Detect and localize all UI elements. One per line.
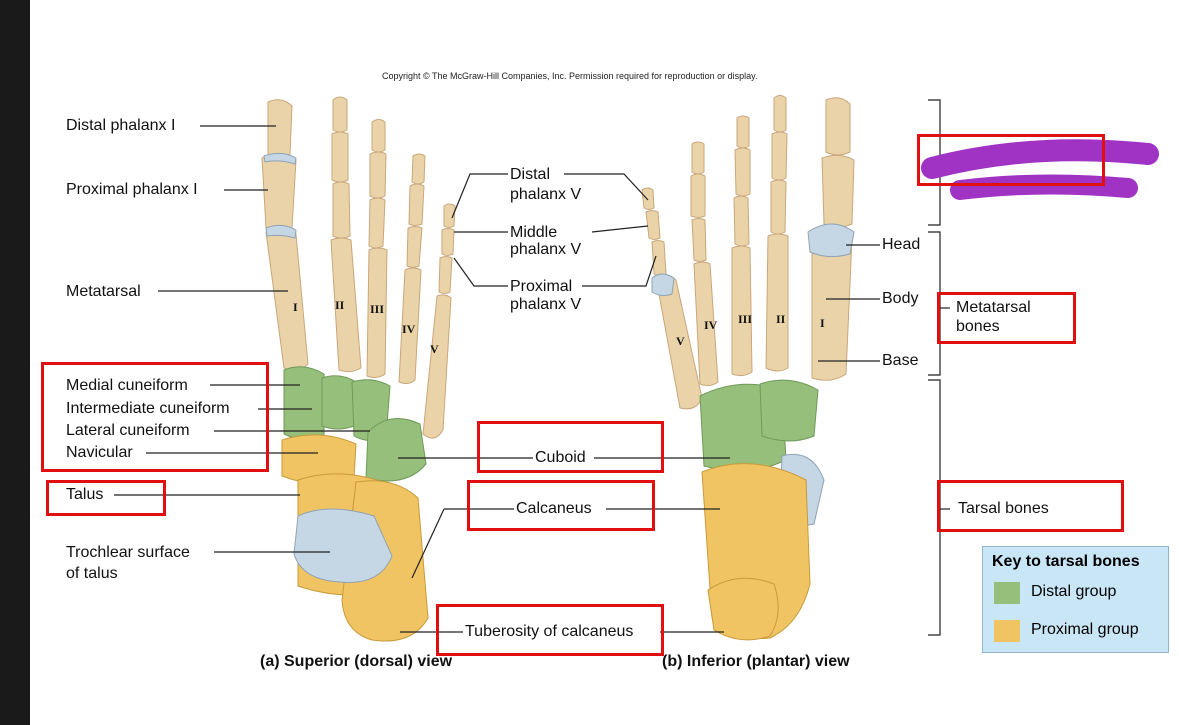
highlight-box-calcaneus <box>467 480 655 531</box>
superior-view-bones <box>261 96 456 642</box>
label-tarsal-bones: Tarsal bones <box>956 500 1051 518</box>
highlight-box-phalanges <box>917 134 1105 186</box>
label-cuboid: Cuboid <box>533 449 588 467</box>
label-proximal-phalanx-5-line2: phalanx V <box>508 296 584 314</box>
label-middle-phalanx-5-line1: Middle <box>508 224 560 242</box>
label-trochlear-surface: Trochlear surface <box>64 544 192 562</box>
left-dark-edge <box>0 0 30 725</box>
numeral-a-4: IV <box>402 322 416 336</box>
numeral-a-1: I <box>293 300 298 314</box>
label-talus: Talus <box>64 486 106 504</box>
numeral-b-3: III <box>738 312 753 326</box>
label-metatarsal: Metatarsal <box>64 283 143 301</box>
caption-inferior-view: (b) Inferior (plantar) view <box>662 653 850 670</box>
leader-lines <box>114 99 950 636</box>
label-lateral-cuneiform: Lateral cuneiform <box>64 422 192 440</box>
label-base: Base <box>880 352 921 370</box>
key-title: Key to tarsal bones <box>992 553 1140 570</box>
label-trochlear-of-talus: of talus <box>64 565 120 583</box>
label-intermediate-cuneiform: Intermediate cuneiform <box>64 400 232 418</box>
highlight-box-cuneiforms-navicular <box>41 362 269 472</box>
label-proximal-phalanx-5-line1: Proximal <box>508 278 575 296</box>
numeral-a-3: III <box>370 302 385 316</box>
label-body: Body <box>880 290 921 308</box>
label-calcaneus: Calcaneus <box>514 500 594 518</box>
label-tuberosity-of-calcaneus: Tuberosity of calcaneus <box>463 623 636 641</box>
label-head: Head <box>880 236 923 254</box>
caption-superior-view: (a) Superior (dorsal) view <box>260 653 453 670</box>
key-swatch-distal <box>994 582 1020 604</box>
numeral-b-2: II <box>776 312 786 326</box>
numeral-a-2: II <box>335 298 345 312</box>
highlight-box-cuboid <box>477 421 664 473</box>
label-metatarsal-bones-line2: bones <box>954 318 1002 336</box>
key-label-distal: Distal group <box>1031 583 1117 600</box>
label-medial-cuneiform: Medial cuneiform <box>64 377 190 395</box>
label-distal-phalanx-5-line1: Distal <box>508 166 553 184</box>
highlight-box-metatarsal-bones <box>937 292 1076 344</box>
tarsal-key-legend: Key to tarsal bones Distal group Proxima… <box>982 546 1169 653</box>
numeral-b-5: V <box>676 334 685 348</box>
label-distal-phalanx-5-line2: phalanx V <box>508 186 584 204</box>
numeral-b-1: I <box>820 316 825 330</box>
highlight-box-tuberosity <box>436 604 664 656</box>
key-label-proximal: Proximal group <box>1031 621 1139 638</box>
label-navicular: Navicular <box>64 444 135 462</box>
copyright-notice: Copyright © The McGraw-Hill Companies, I… <box>382 71 758 81</box>
label-distal-phalanx-1: Distal phalanx I <box>64 117 178 135</box>
key-swatch-proximal <box>994 620 1020 642</box>
label-proximal-phalanx-1: Proximal phalanx I <box>64 181 200 199</box>
label-metatarsal-bones-line1: Metatarsal <box>954 299 1033 317</box>
label-middle-phalanx-5-line2: phalanx V <box>508 241 584 259</box>
highlight-box-tarsal-bones <box>937 480 1124 532</box>
numeral-a-5: V <box>430 342 439 356</box>
inferior-view-bones <box>641 95 855 641</box>
highlight-box-talus <box>46 480 166 516</box>
numeral-b-4: IV <box>704 318 718 332</box>
